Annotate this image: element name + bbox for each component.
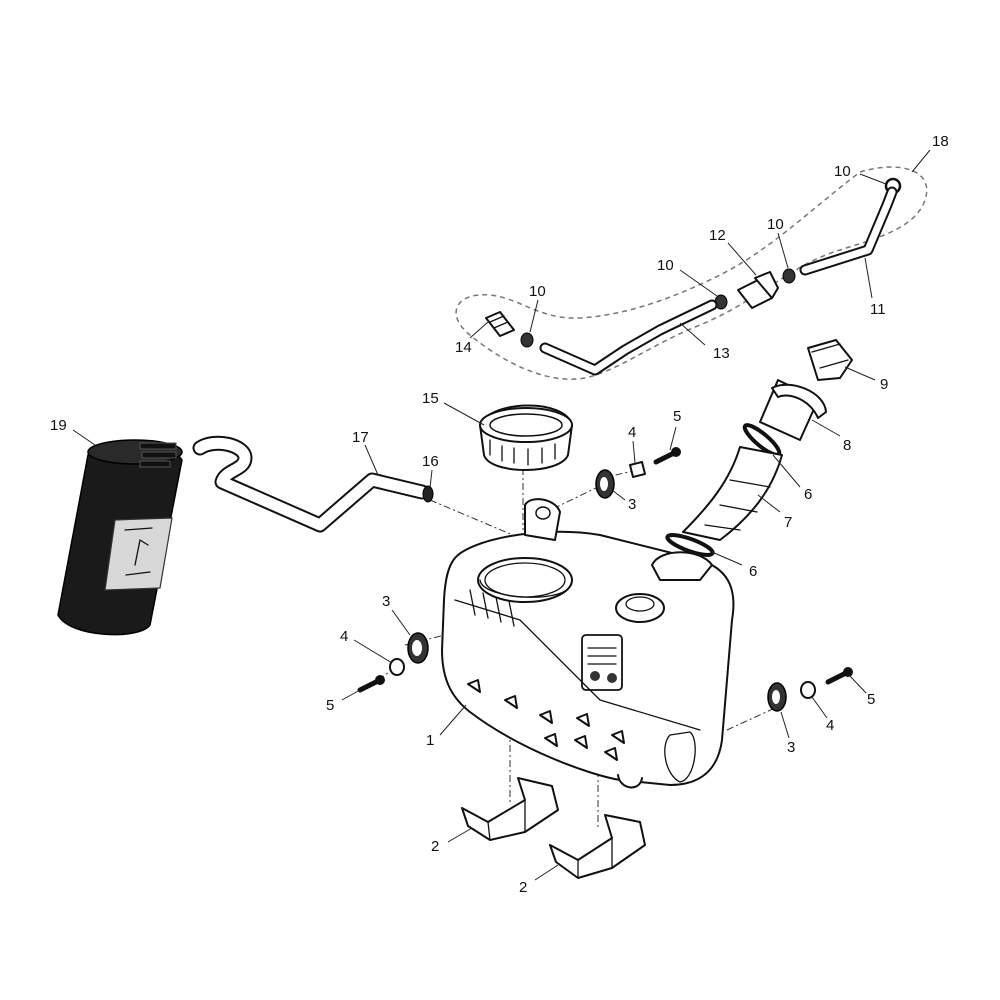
callout-labels: 19 17 16 15 14 10 13 10 12 10 10 11 18 9…: [50, 133, 949, 896]
leader-lines: [72, 149, 931, 881]
callout-10-a: 10: [529, 283, 546, 300]
rollover-valve: [737, 271, 779, 309]
callout-5-a: 5: [673, 408, 681, 425]
bolt-left: [357, 675, 385, 693]
callout-4-a: 4: [628, 424, 636, 441]
callout-15: 15: [422, 390, 439, 407]
tank-support-strap-left: [461, 777, 559, 841]
callout-19: 19: [50, 417, 67, 434]
rubber-mount-right: [767, 682, 787, 712]
callout-5-b: 5: [326, 697, 334, 714]
bolt-upper: [653, 447, 681, 465]
callout-11: 11: [870, 301, 886, 318]
fuel-pump-lock-ring: [479, 404, 573, 471]
rubber-mount-left: [407, 632, 429, 664]
callout-17: 17: [352, 429, 369, 446]
hose-clamp-10-a: [520, 332, 534, 348]
washer-right: [800, 681, 816, 699]
tank-support-strap-right: [549, 814, 646, 879]
callout-2-b: 2: [519, 879, 527, 896]
callout-10-c: 10: [767, 216, 784, 233]
charcoal-canister: [57, 439, 183, 636]
bolt-right: [825, 667, 853, 685]
filler-hose-clamp-lower: [665, 533, 715, 557]
callout-18: 18: [932, 133, 949, 150]
hose-clamp-10-c: [782, 268, 796, 284]
fuel-cap: [807, 339, 853, 381]
callout-4-b: 4: [340, 628, 348, 645]
callout-8: 8: [843, 437, 851, 454]
callout-6-b: 6: [749, 563, 757, 580]
filler-hose: [682, 446, 783, 541]
callout-5-c: 5: [867, 691, 875, 708]
callout-2-a: 2: [431, 838, 439, 855]
washer-left: [389, 658, 405, 676]
fuel-tank: [441, 498, 735, 789]
callout-10-b: 10: [657, 257, 674, 274]
washer-upper: [629, 461, 646, 478]
callout-12: 12: [709, 227, 726, 244]
vent-hose-group-outline: [455, 166, 928, 380]
callout-16: 16: [422, 453, 439, 470]
vent-hose-13: [539, 299, 718, 376]
canister-vent-hose: [192, 435, 430, 533]
callout-6-a: 6: [804, 486, 812, 503]
callout-4-c: 4: [826, 717, 834, 734]
callout-9: 9: [880, 376, 888, 393]
filler-neck: [759, 379, 827, 441]
callout-7: 7: [784, 514, 792, 531]
vent-hose-11: [799, 186, 898, 276]
callout-3-c: 3: [787, 739, 795, 756]
callout-14: 14: [455, 339, 472, 356]
callout-3-b: 3: [382, 593, 390, 610]
vent-fitting: [485, 311, 515, 337]
hose-clamp-16: [422, 485, 434, 503]
rubber-mount-upper: [595, 469, 615, 499]
callout-3-a: 3: [628, 496, 636, 513]
callout-1: 1: [426, 732, 434, 749]
callout-10-d: 10: [834, 163, 851, 180]
callout-13: 13: [713, 345, 730, 362]
